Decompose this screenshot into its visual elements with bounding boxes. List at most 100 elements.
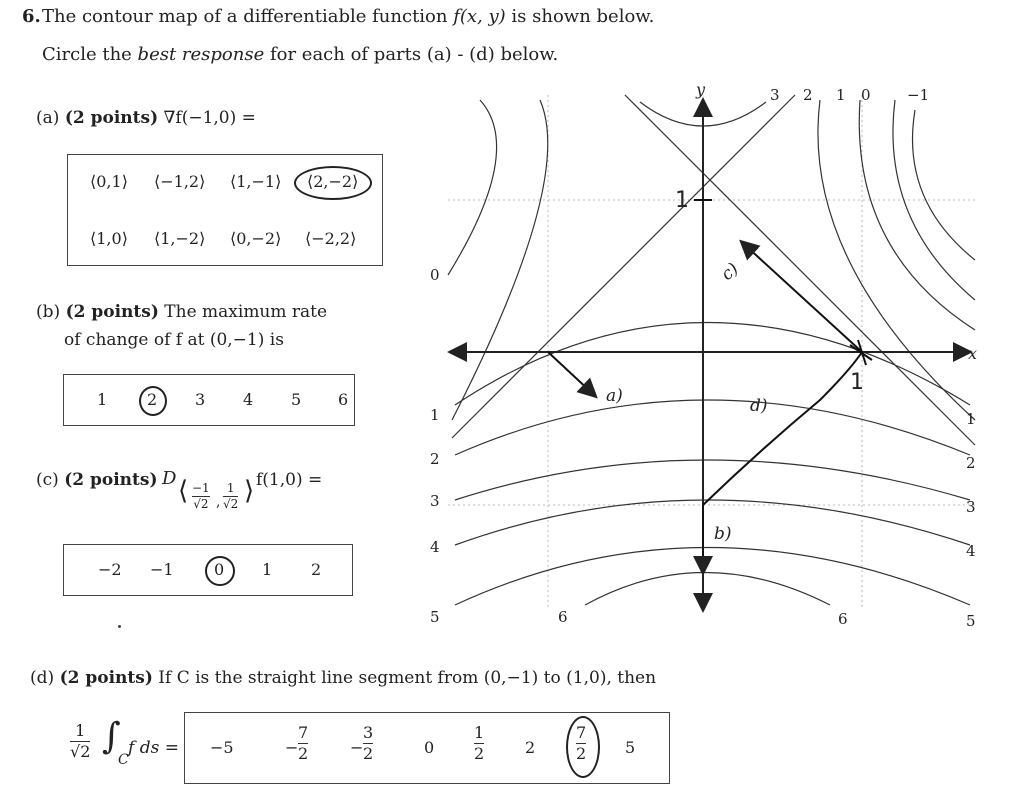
intro-function: f(x, y) [453, 6, 506, 27]
part-d-option[interactable]: 0 [424, 738, 435, 757]
fraction-bar [223, 496, 239, 498]
y-tick-1: 1 [675, 188, 689, 213]
part-d-option-sign[interactable]: − [285, 738, 299, 757]
part-b-option[interactable]: 5 [291, 390, 302, 409]
part-b-option[interactable]: 6 [338, 390, 349, 409]
level-label: 5 [966, 612, 976, 630]
level-label: 0 [430, 266, 440, 284]
part-d-option[interactable]: −5 [210, 738, 234, 757]
x-axis-label: x [968, 344, 978, 363]
handwritten-strokes [547, 199, 873, 576]
problem-intro: The contour map of a differentiable func… [42, 6, 654, 27]
instruction-suffix: for each of parts (a) - (d) below. [264, 44, 559, 65]
part-c-option[interactable]: −1 [150, 560, 174, 579]
part-a-option[interactable]: ⟨1,−2⟩ [154, 229, 206, 248]
fraction-bar [70, 741, 91, 743]
fraction-numerator: 1 [474, 723, 485, 742]
fraction-numerator: 7 [298, 723, 309, 742]
integral-sign: ∫ [102, 716, 121, 757]
part-b-answer-box [63, 374, 355, 426]
part-b-question: (b) (2 points) The maximum rate [36, 302, 327, 322]
level-label: 2 [966, 454, 976, 472]
part-b-points: (2 points) [65, 302, 159, 322]
fraction-bar [192, 496, 210, 498]
contour-level-2-lines [451, 94, 976, 446]
left-angle-bracket: ⟨ [178, 476, 189, 506]
contour-upper-branches [447, 99, 976, 421]
fraction-denominator: 2 [298, 744, 309, 764]
level-label: −1 [907, 86, 930, 104]
part-d-lhs-fraction: 1√2 [70, 721, 91, 762]
part-a-option[interactable]: ⟨−1,2⟩ [154, 172, 206, 191]
annotation-d: d) [750, 396, 768, 416]
fraction-bar [474, 743, 485, 745]
fraction-bar [298, 743, 309, 745]
level-label: 3 [430, 492, 440, 510]
level-label: 6 [558, 608, 568, 626]
level-label: 4 [430, 538, 440, 556]
part-d-option[interactable]: 2 [525, 738, 536, 757]
part-b-option[interactable]: 1 [97, 390, 108, 409]
level-label: 6 [838, 610, 848, 628]
part-a-option[interactable]: ⟨1,0⟩ [90, 229, 128, 248]
part-c-option[interactable]: 1 [262, 560, 273, 579]
level-label: 5 [430, 608, 440, 626]
part-c-option[interactable]: −2 [98, 560, 122, 579]
part-c-prompt-tail: f(1,0) = [256, 470, 323, 490]
fraction-numerator: 1 [75, 721, 86, 740]
selection-circle [205, 556, 235, 586]
selection-circle [139, 386, 167, 416]
level-label: 2 [430, 450, 440, 468]
integrand: f ds = [128, 738, 179, 758]
stray-dot [118, 625, 121, 628]
part-d-points: (2 points) [59, 668, 153, 688]
part-d-prompt: If C is the straight line segment from (… [158, 668, 657, 688]
part-d-option[interactable]: 5 [625, 738, 636, 757]
intro-text: The contour map of a differentiable func… [42, 6, 454, 27]
part-c-question: (c) (2 points) [36, 470, 158, 490]
instruction-emphasis: best response [137, 44, 265, 65]
part-b-option[interactable]: 4 [243, 390, 254, 409]
instruction-text: Circle the [42, 44, 138, 65]
y-axis-label: y [696, 80, 706, 99]
part-a-option[interactable]: ⟨1,−1⟩ [230, 172, 282, 191]
problem-instruction: Circle the best response for each of par… [42, 44, 558, 65]
part-d-option-sign[interactable]: − [350, 738, 364, 757]
part-c-option[interactable]: 2 [311, 560, 322, 579]
fraction-numerator: 3 [363, 723, 374, 742]
selection-circle [566, 716, 600, 778]
part-b-option[interactable]: 3 [195, 390, 206, 409]
part-d-question: (d) (2 points) If C is the straight line… [30, 668, 656, 688]
directional-derivative-symbol: D [162, 468, 177, 489]
part-b-label: (b) [36, 302, 61, 322]
part-b-prompt-line2: of change of f at (0,−1) is [64, 330, 284, 350]
fraction-denominator: 2 [474, 744, 485, 764]
comma: , [216, 494, 221, 510]
right-angle-bracket: ⟩ [244, 476, 255, 506]
fraction-bar [363, 743, 374, 745]
part-a-label: (a) [36, 108, 60, 128]
problem-number: 6. [22, 6, 41, 27]
part-d-label: (d) [30, 668, 55, 688]
fraction-denominator: √2 [70, 742, 91, 762]
vector-component-2: 1√2 [223, 482, 239, 511]
part-a-prompt: ∇f(−1,0) = [163, 108, 256, 128]
axes [447, 97, 973, 613]
level-label: 1 [966, 410, 976, 428]
part-a-option[interactable]: ⟨0,1⟩ [90, 172, 128, 191]
intro-suffix: is shown below. [505, 6, 655, 27]
part-a-option[interactable]: ⟨−2,2⟩ [305, 229, 357, 248]
integral-subscript: C [118, 752, 129, 768]
fraction-denominator: √2 [193, 497, 209, 512]
part-a-option[interactable]: ⟨0,−2⟩ [230, 229, 282, 248]
level-label: 4 [966, 542, 976, 560]
level-label: 1 [430, 406, 440, 424]
annotation-b: b) [714, 524, 732, 544]
vector-component-1: −1√2 [192, 482, 210, 511]
fraction-numerator: −1 [192, 481, 210, 495]
part-a-question: (a) (2 points) ∇f(−1,0) = [36, 108, 256, 128]
fraction-denominator: 2 [363, 744, 374, 764]
